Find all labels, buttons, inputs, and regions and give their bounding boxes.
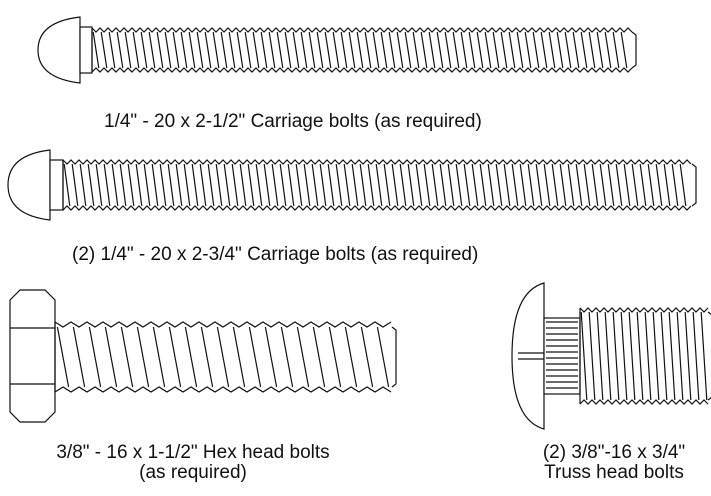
truss-head	[511, 282, 545, 430]
hex-bolt-label-line2: (as required)	[139, 462, 247, 483]
carriage-bolt-short-head	[37, 16, 81, 84]
truss-bolt-splines	[543, 317, 581, 395]
carriage-bolt-short-neck	[79, 26, 93, 74]
hex-bolt-shank	[54, 321, 397, 393]
carriage-bolt-short	[37, 16, 637, 84]
carriage-bolt-long-label: (2) 1/4" - 20 x 2-3/4" Carriage bolts (a…	[72, 244, 479, 265]
carriage-bolt-short-shank	[91, 27, 637, 73]
truss-head-bolt	[511, 282, 711, 430]
truss-bolt-label: (2) 3/8"-16 x 3/4" Truss head bolts	[516, 443, 711, 483]
hex-bolt-label-line1: 3/8" - 16 x 1-1/2" Hex head bolts	[56, 442, 330, 463]
truss-bolt-label-line2: Truss head bolts	[544, 462, 684, 483]
hex-head-bolt	[9, 289, 397, 423]
carriage-bolt-long	[7, 149, 697, 221]
carriage-bolt-long-neck	[49, 159, 64, 211]
carriage-bolt-short-label: 1/4" - 20 x 2-1/2" Carriage bolts (as re…	[104, 111, 482, 132]
carriage-bolt-long-shank	[62, 159, 697, 211]
hex-bolt-label: 3/8" - 16 x 1-1/2" Hex head bolts (as re…	[28, 443, 358, 483]
truss-bolt-shank	[579, 307, 711, 405]
hex-head	[9, 289, 56, 423]
carriage-bolt-long-head	[7, 149, 51, 221]
truss-bolt-label-line1: (2) 3/8"-16 x 3/4"	[542, 442, 686, 463]
